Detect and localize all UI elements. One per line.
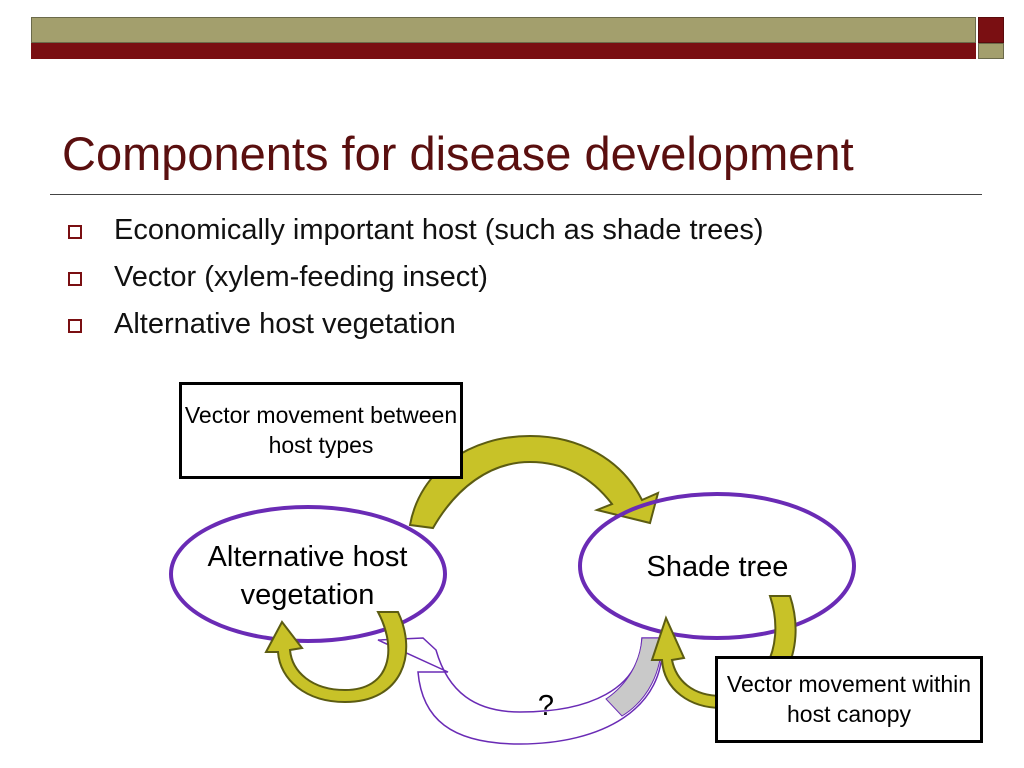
header-bar-olive xyxy=(31,17,976,43)
node-label-shade-tree: Shade tree xyxy=(646,551,789,583)
header-square-olive xyxy=(978,43,1004,59)
header-square-maroon xyxy=(978,17,1004,43)
arrow-between-hosts xyxy=(408,434,660,530)
label-box-within-canopy: Vector movement within host canopy xyxy=(715,656,983,743)
header-bar-maroon xyxy=(31,43,976,59)
bullet-text: Vector (xylem-feeding insect) xyxy=(114,261,488,293)
square-bullet-icon xyxy=(68,272,82,286)
bullet-text: Alternative host vegetation xyxy=(114,308,456,340)
arrow-unknown-return-shade xyxy=(605,637,663,717)
square-bullet-icon xyxy=(68,225,82,239)
square-bullet-icon xyxy=(68,319,82,333)
node-label-alternative-host: Alternative host vegetation xyxy=(207,541,408,611)
slide-title: Components for disease development xyxy=(62,127,854,180)
unknown-label: ? xyxy=(537,690,555,722)
arrow-unknown-return xyxy=(377,637,664,745)
ellipse-alternative-host xyxy=(169,505,447,643)
bullet-text: Economically important host (such as sha… xyxy=(114,214,764,246)
title-divider xyxy=(50,194,982,195)
label-box-between-hosts: Vector movement between host types xyxy=(179,382,463,479)
ellipse-shade-tree xyxy=(578,492,856,640)
arrow-within-alt-host xyxy=(264,611,408,704)
